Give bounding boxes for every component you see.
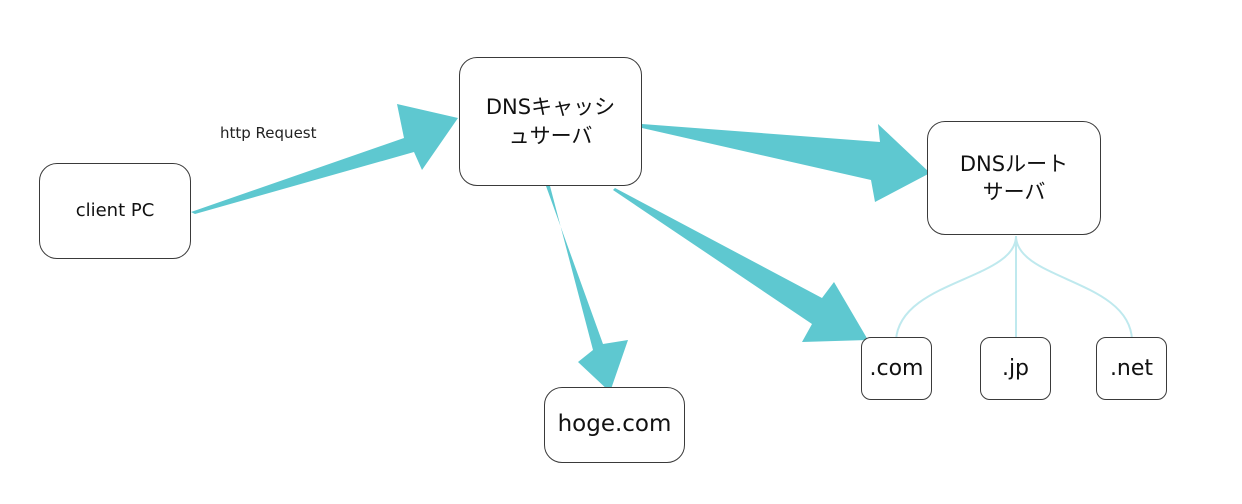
client-pc-label: client PC: [75, 199, 155, 221]
hoge-com-node: hoge.com: [544, 387, 685, 463]
tld-net-label: .net: [1109, 355, 1154, 381]
tld-jp-label: .jp: [1001, 355, 1030, 381]
tld-com-label: .com: [869, 355, 924, 381]
tld-jp-node: .jp: [980, 337, 1051, 400]
dns-cache-server-node: DNSキャッシ ュサーバ: [459, 57, 642, 186]
dns-root-server-label: DNSルート サーバ: [959, 151, 1069, 204]
http-request-label: http Request: [220, 124, 317, 142]
arrow-cache-to-root: [642, 124, 930, 202]
hoge-com-label: hoge.com: [557, 411, 672, 438]
tld-com-node: .com: [861, 337, 932, 400]
dns-cache-server-label: DNSキャッシ ュサーバ: [485, 95, 616, 148]
branch-root-to-net: [1015, 235, 1133, 341]
arrow-cache-to-com: [613, 188, 868, 342]
client-pc-node: client PC: [39, 163, 191, 259]
branch-root-to-com: [895, 235, 1017, 341]
arrow-cache-to-hoge: [546, 186, 628, 392]
dns-root-server-node: DNSルート サーバ: [927, 121, 1101, 235]
arrow-client-to-cache: [191, 104, 458, 214]
tld-net-node: .net: [1096, 337, 1167, 400]
